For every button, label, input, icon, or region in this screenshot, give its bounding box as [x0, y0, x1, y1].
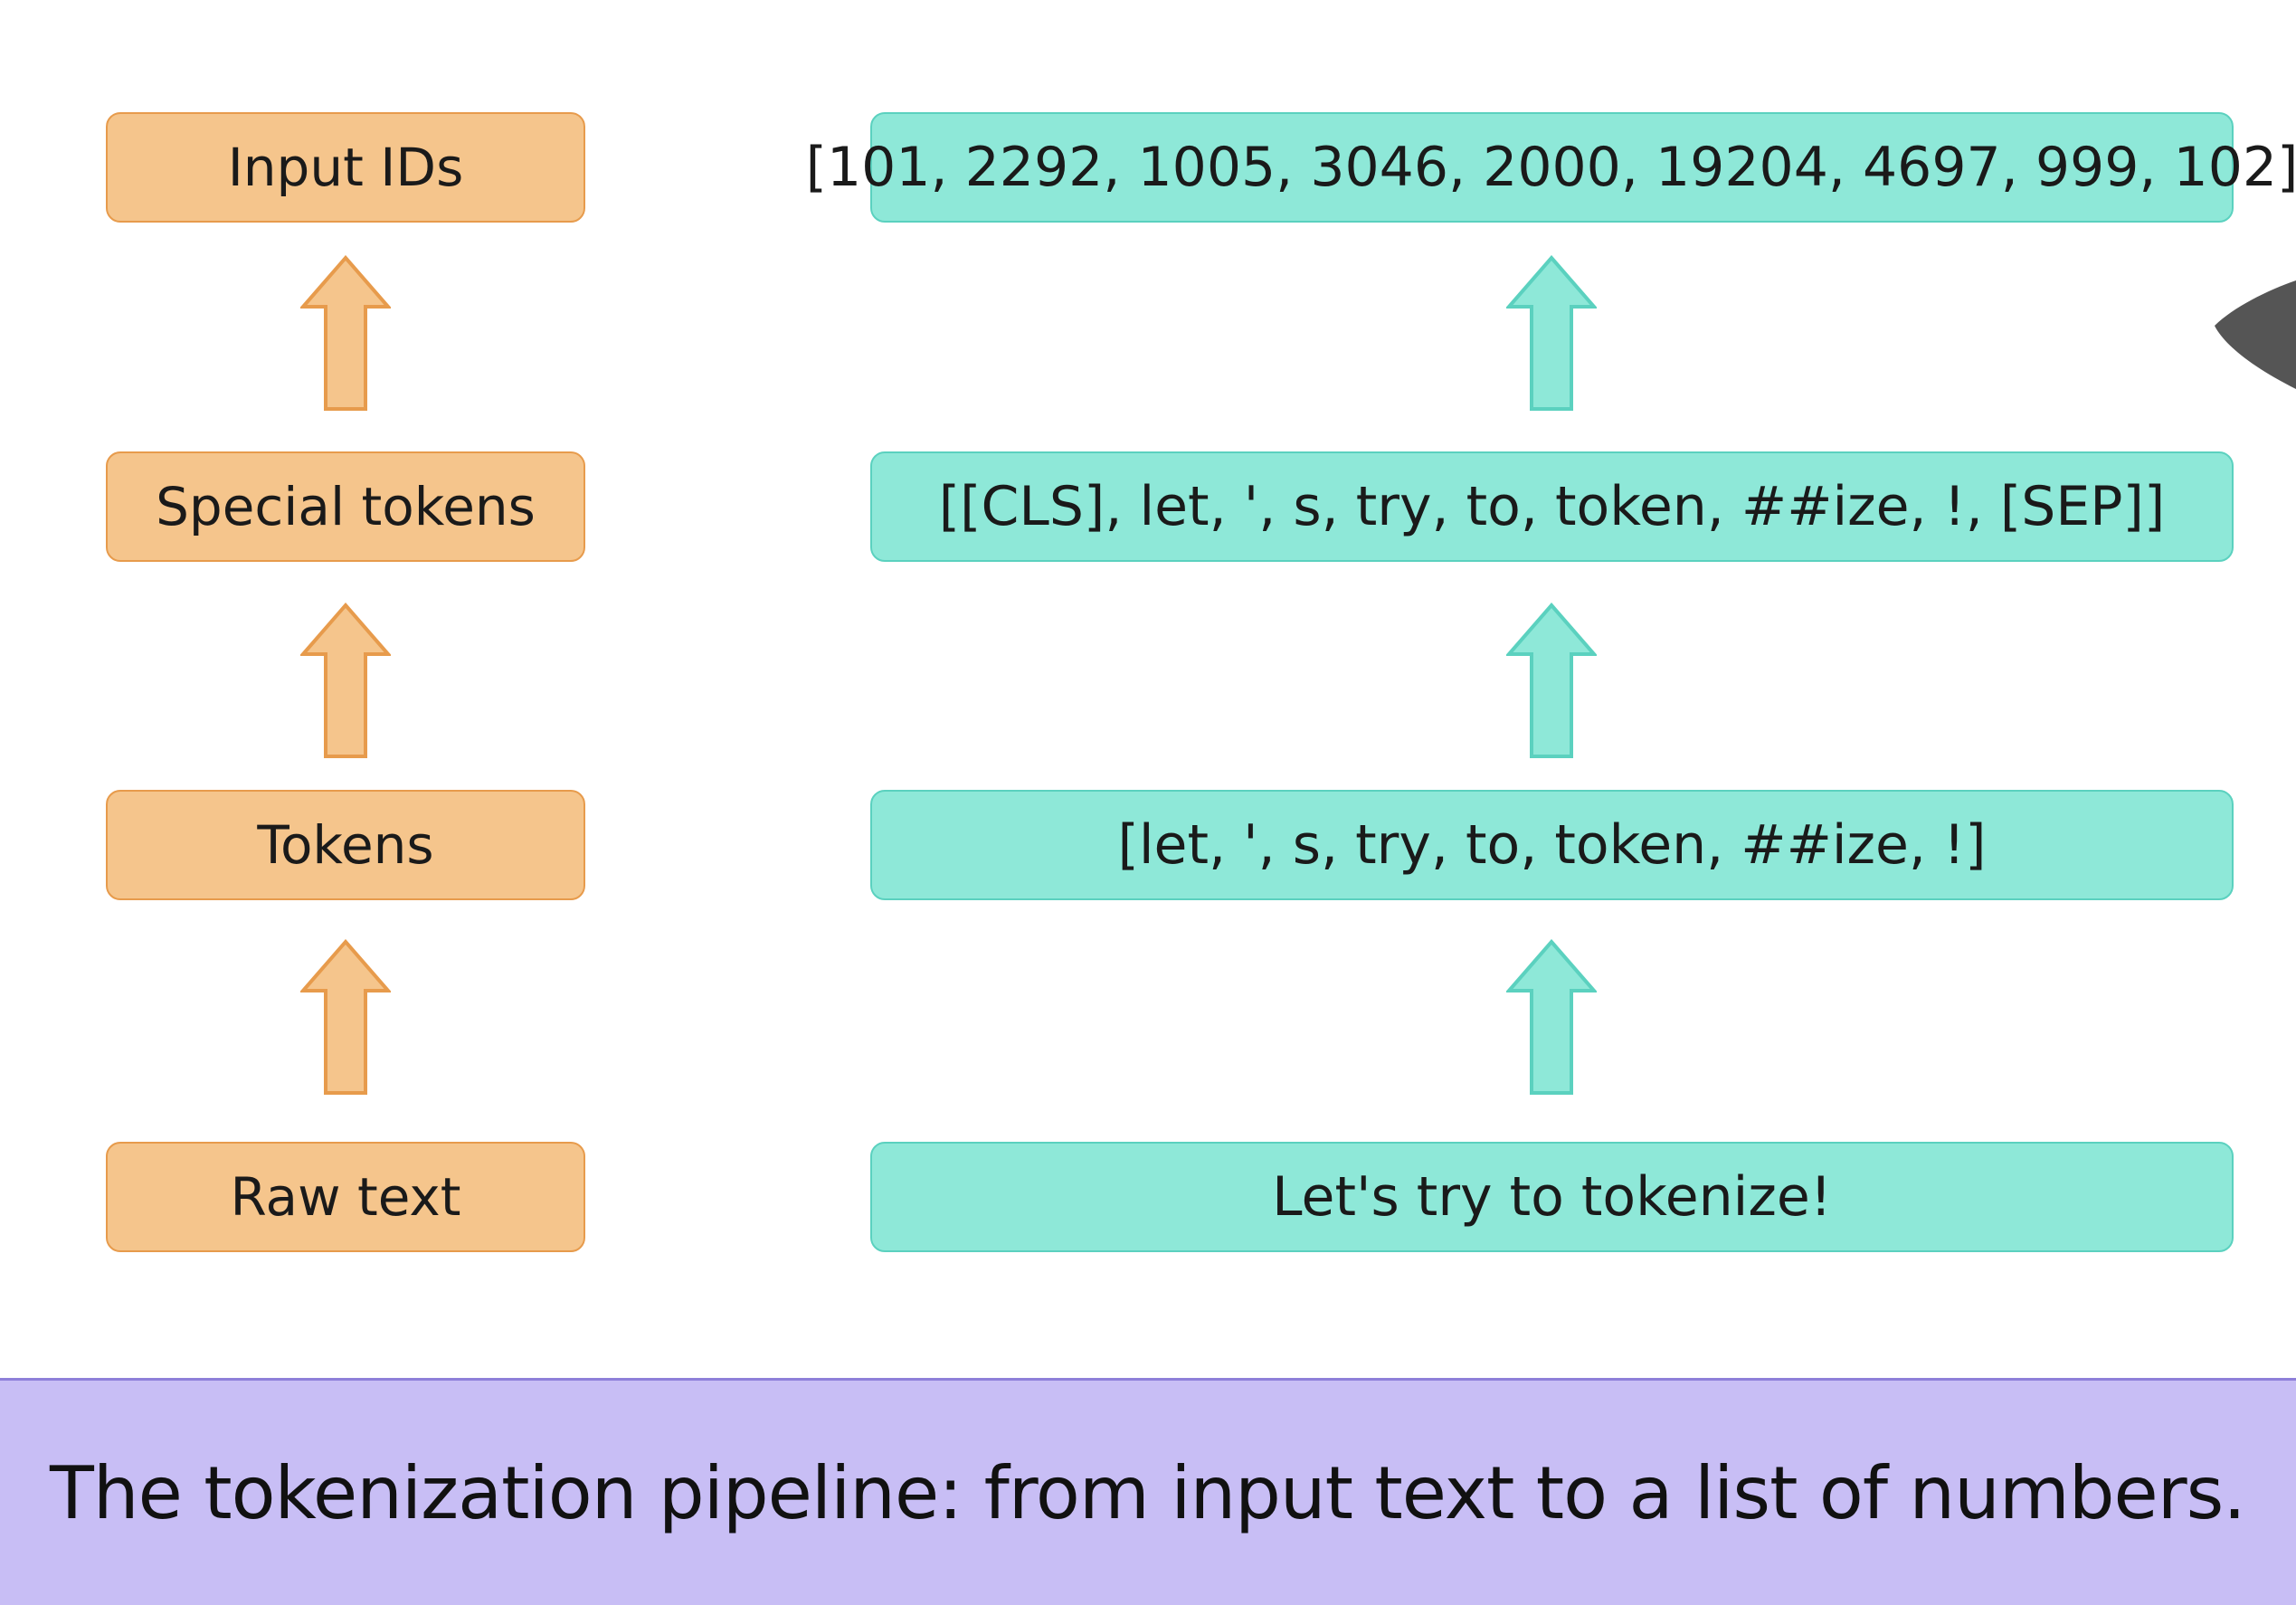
value-special-tokens: [[CLS], let, ', s, try, to, token, ##ize… [870, 451, 2234, 562]
value-tokens: [let, ', s, try, to, token, ##ize, !] [870, 790, 2234, 900]
arrow-up-icon [1506, 255, 1597, 413]
caption-band: The tokenization pipeline: from input te… [0, 1378, 2296, 1605]
value-special-tokens-text: [[CLS], let, ', s, try, to, token, ##ize… [938, 475, 2166, 538]
arrow-up-icon [1506, 603, 1597, 761]
label-raw-text: Raw text [106, 1142, 585, 1252]
value-input-ids-text: [101, 2292, 1005, 3046, 2000, 19204, 469… [805, 136, 2296, 199]
label-special-tokens-text: Special tokens [156, 476, 536, 537]
value-tokens-text: [let, ', s, try, to, token, ##ize, !] [1117, 813, 1987, 877]
label-input-ids: Input IDs [106, 112, 585, 223]
label-tokens-text: Tokens [257, 814, 434, 876]
value-raw-text: Let's try to tokenize! [870, 1142, 2234, 1252]
label-special-tokens: Special tokens [106, 451, 585, 562]
label-input-ids-text: Input IDs [227, 137, 464, 198]
edge-shape [2206, 271, 2296, 398]
arrow-up-icon [300, 939, 391, 1097]
arrow-up-icon [300, 603, 391, 761]
value-input-ids: [101, 2292, 1005, 3046, 2000, 19204, 469… [806, 112, 2296, 223]
arrow-up-icon [1506, 939, 1597, 1097]
label-raw-text-text: Raw text [230, 1166, 461, 1228]
caption-text: The tokenization pipeline: from input te… [50, 1450, 2246, 1535]
value-raw-text-text: Let's try to tokenize! [1272, 1165, 1832, 1229]
arrow-up-icon [300, 255, 391, 413]
label-tokens: Tokens [106, 790, 585, 900]
